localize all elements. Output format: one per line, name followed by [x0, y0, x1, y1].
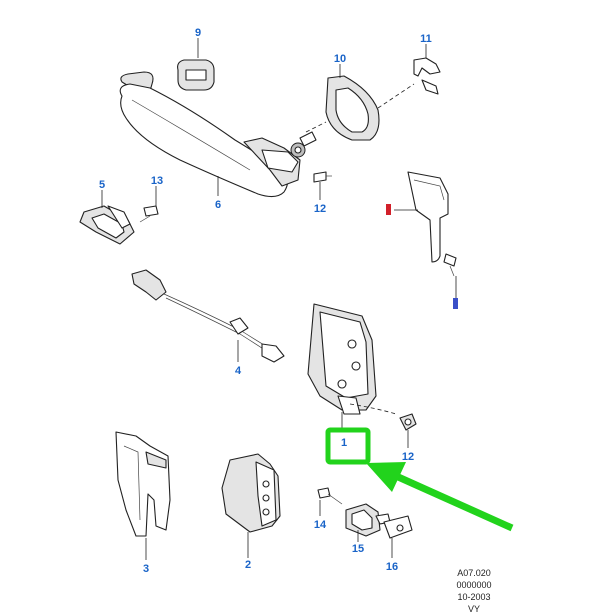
callout-10: 10 — [334, 53, 346, 65]
part-5-bezel — [79, 190, 135, 245]
callout-15: 15 — [352, 543, 364, 555]
callout-12-lower: 12 — [402, 451, 414, 463]
callout-2: 2 — [245, 559, 251, 571]
callout-3: 3 — [143, 563, 149, 575]
reference-number: 0000000 — [456, 580, 491, 590]
marker-red-1 — [386, 204, 391, 215]
part-3-bracket — [115, 431, 171, 560]
highlight-callout-1 — [325, 427, 514, 532]
callout-5: 5 — [99, 179, 105, 191]
callout-11: 11 — [420, 33, 432, 45]
part-9-grommet — [177, 38, 215, 91]
callout-1: 1 — [341, 437, 347, 449]
reference-code: A07.020 — [457, 568, 491, 578]
callout-12-upper: 12 — [314, 203, 326, 215]
part-13-screw — [139, 186, 159, 223]
part-bracket — [386, 171, 458, 309]
part-12-screw-lower — [399, 413, 417, 448]
part-12-screw-upper — [313, 171, 332, 200]
part-10-gasket — [305, 64, 380, 141]
marker-red-2 — [453, 298, 458, 309]
part-11-clip — [377, 44, 441, 109]
part-16-plate — [383, 515, 413, 558]
part-4-cable — [131, 269, 285, 363]
part-14-screw — [317, 487, 343, 516]
callout-9: 9 — [195, 27, 201, 39]
callout-16: 16 — [386, 561, 398, 573]
callout-6: 6 — [215, 199, 221, 211]
reference-date: 10-2003 — [457, 592, 490, 602]
callout-13: 13 — [151, 175, 163, 187]
callout-14: 14 — [314, 519, 327, 531]
part-6-outer-handle — [119, 71, 317, 198]
callout-4: 4 — [235, 365, 242, 377]
part-1-latch — [307, 303, 397, 432]
part-2-cover — [221, 453, 281, 558]
part-15-striker — [345, 503, 391, 542]
reference-initials: VY — [468, 604, 480, 614]
